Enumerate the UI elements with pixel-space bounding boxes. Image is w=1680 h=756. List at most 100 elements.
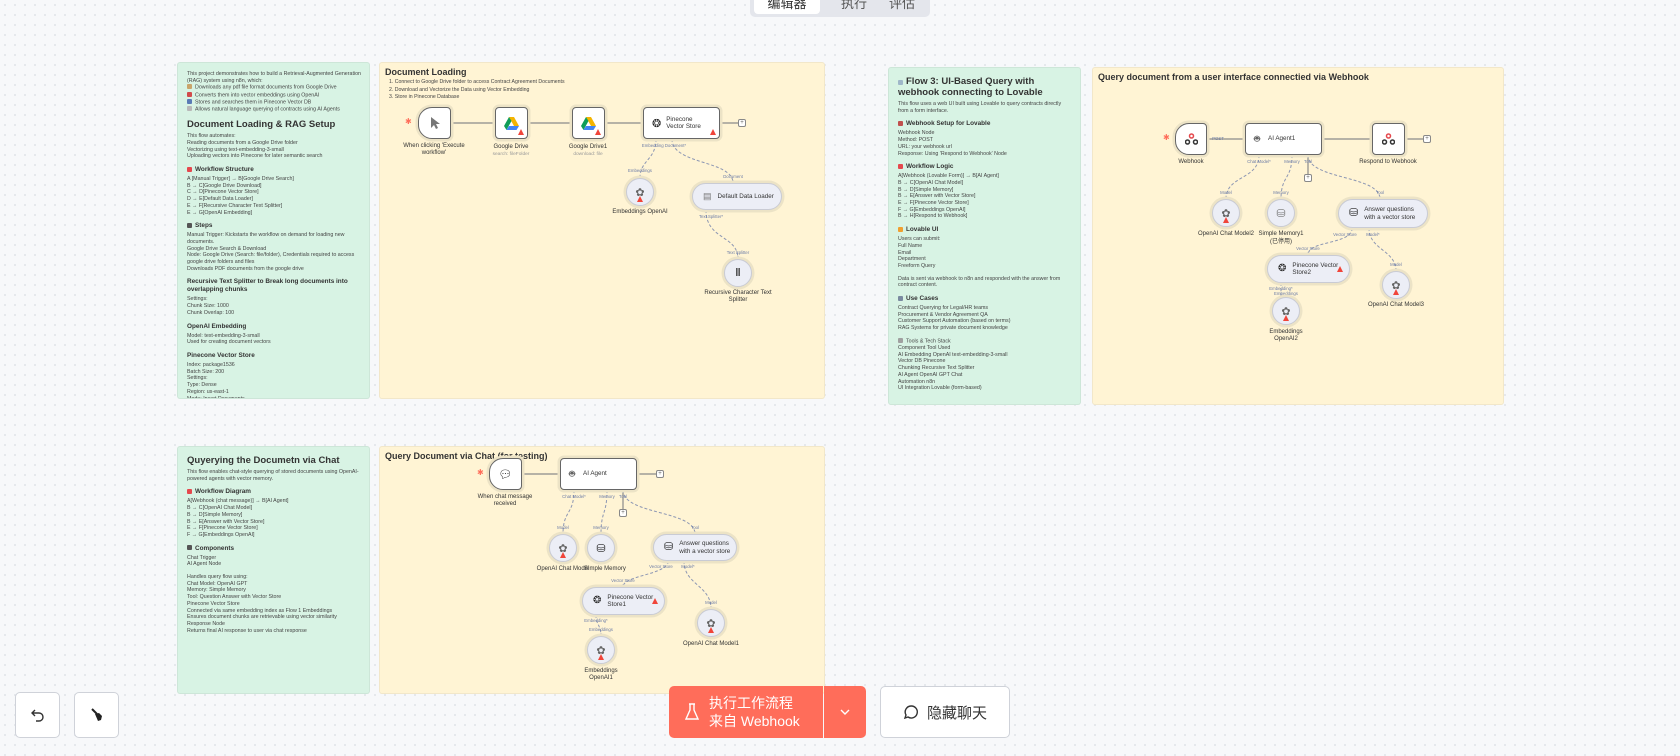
connector-handle	[560, 487, 714, 639]
note-text: E → G[OpenAI Embedding]	[187, 209, 253, 216]
note-heading: Quyerying the Documetn via Chat	[187, 455, 361, 466]
connector-label: Memory	[1284, 159, 1300, 164]
execute-options-dropdown[interactable]	[824, 686, 866, 738]
splitter-icon: ‖	[735, 267, 741, 279]
database-icon: ⛁	[1276, 207, 1286, 220]
warning-icon	[1337, 266, 1343, 272]
note-text: Component Tool Used	[898, 345, 951, 352]
hide-chat-button[interactable]: 隐藏聊天	[880, 686, 1010, 738]
connector-label: Embeddings	[589, 627, 613, 632]
node-label: Embeddings OpenAI1	[584, 668, 618, 681]
tab-evaluations[interactable]: 评估	[880, 0, 924, 16]
note-line: Converts them into vector embeddings usi…	[187, 91, 361, 99]
node-google-drive1[interactable]	[572, 107, 605, 139]
sticky-flow3[interactable]: Flow 3: UI-Based Query with webhook conn…	[888, 67, 1081, 405]
note-line: Connected via same embedding index as Fl…	[187, 608, 361, 615]
node-webhook[interactable]	[1175, 123, 1207, 155]
note-text: Allows natural language querying of cont…	[195, 106, 340, 113]
node-subtitle: search: fileFolder	[492, 152, 530, 157]
add-node-button[interactable]: +	[1423, 135, 1431, 143]
node-openai-chat-model[interactable]: ✿	[549, 534, 577, 562]
webhook-icon	[1382, 133, 1395, 145]
node-openai-chat-model2[interactable]: ✿	[1212, 199, 1240, 227]
connector-label: Tool	[619, 494, 627, 499]
note-text: Response: Using 'Respond to Webhook' Nod…	[898, 150, 1007, 157]
add-tool-button[interactable]: +	[1304, 174, 1312, 182]
node-ai-agent1[interactable]: 🤖︎ AI Agent1	[1245, 123, 1322, 155]
note-line: Region: us-east-1	[187, 389, 361, 396]
note-line: Response Node	[187, 621, 361, 628]
note-line: Vectorizing using text-embedding-3-small	[187, 147, 361, 154]
node-default-data-loader[interactable]: ▤ Default Data Loader	[692, 183, 782, 210]
connector-label: Model	[705, 600, 717, 605]
tab-executions[interactable]: 执行	[832, 0, 876, 16]
tab-editor[interactable]: 编辑器	[754, 0, 820, 14]
node-openai-chat-model3[interactable]: ✿	[1382, 271, 1410, 299]
node-answer-questions[interactable]: ⛁ Answer questions with a vector store	[1338, 199, 1428, 228]
hide-chat-label: 隐藏聊天	[926, 704, 987, 722]
emoji-icon	[187, 488, 192, 494]
node-pinecone-vector-store1[interactable]: ❂ Pinecone Vector Store1	[582, 587, 665, 615]
node-ai-agent[interactable]: 🤖︎ AI Agent	[560, 458, 637, 490]
connector-label: Memory	[593, 525, 609, 530]
node-embeddings-openai2[interactable]: ✿	[1272, 297, 1300, 325]
tab-evaluations-label: 评估	[888, 0, 915, 11]
node-pinecone-vector-store2[interactable]: ❂ Pinecone Vector Store2	[1267, 255, 1350, 283]
tidy-up-button[interactable]	[74, 692, 119, 738]
node-respond-to-webhook[interactable]	[1372, 123, 1405, 155]
warning-icon	[652, 598, 658, 604]
warning-icon	[518, 129, 524, 135]
undo-button[interactable]	[15, 692, 60, 738]
node-title: Pinecone Vector Store1	[607, 593, 654, 609]
note-line: UI Integration Lovable (form-based)	[898, 385, 1072, 392]
note-text: Pinecone Vector Store	[187, 351, 255, 359]
node-google-drive[interactable]	[495, 107, 528, 139]
node-simple-memory[interactable]: ⛁	[587, 534, 615, 562]
node-label: Simple Memory1	[1258, 231, 1304, 237]
note-line: Settings:	[187, 375, 361, 382]
trigger-bolt-icon: ✱	[477, 468, 484, 477]
note-line: E → F[Pinecone Vector Store]	[898, 200, 1072, 207]
note-line: Ensures document chunks are retrievable …	[187, 614, 361, 621]
execute-workflow-button[interactable]: 执行工作流程 来自 Webhook	[669, 686, 823, 738]
webhook-icon	[1184, 133, 1198, 145]
node-embeddings-openai[interactable]: ✿	[626, 178, 654, 206]
node-title: AI Agent	[583, 470, 607, 478]
node-label: When clicking 'Execute workflow'	[403, 143, 465, 156]
note-text: Workflow Diagram	[195, 488, 251, 496]
node-simple-memory1[interactable]: ⛁	[1267, 199, 1295, 227]
note-line: B → E[Answer with Vector Store]	[187, 519, 361, 526]
node-subtitle: download: file	[573, 152, 603, 157]
note-text: AI Agent OpenAI GPT Chat	[898, 371, 963, 378]
add-tool-button[interactable]: +	[619, 509, 627, 517]
connector-label: Vector Store	[649, 564, 673, 569]
node-pinecone-vector-store[interactable]: ❂ Pinecone Vector Store	[643, 107, 720, 139]
node-title: Pinecone Vector Store2	[1292, 261, 1339, 277]
node-openai-chat-model1[interactable]: ✿	[697, 609, 725, 637]
chat-icon	[903, 705, 918, 720]
node-recursive-text-splitter[interactable]: ‖	[724, 259, 752, 287]
add-node-button[interactable]: +	[738, 119, 746, 127]
node-chat-trigger[interactable]: 💬︎	[489, 458, 522, 490]
note-text: B → C[OpenAI Chat Model]	[187, 505, 253, 512]
note-line: AI Agent OpenAI GPT Chat	[898, 372, 1072, 379]
node-answer-questions[interactable]: ⛁ Answer questions with a vector store	[653, 534, 737, 561]
node-manual-trigger[interactable]	[418, 107, 451, 139]
note-line: Downloads any pdf file format documents …	[187, 84, 361, 91]
chevron-down-icon	[840, 709, 850, 715]
node-embeddings-openai1[interactable]: ✿	[587, 636, 615, 664]
note-line: AI Agent Node	[187, 561, 361, 568]
note-line: Type: Dense	[187, 382, 361, 389]
document-loading-steps: 1. Connect to Google Drive folder to acc…	[389, 79, 565, 102]
connector-label: Vector Store	[611, 578, 635, 583]
connector-label: Tool	[1376, 190, 1384, 195]
sticky-rag-intro[interactable]: This project demonstrates how to build a…	[177, 62, 370, 399]
robot-icon: 🤖︎	[1254, 134, 1260, 145]
emoji-icon	[187, 84, 192, 90]
connector-label: Memory	[599, 494, 615, 499]
note-text: Downloads PDF documents from the google …	[187, 265, 304, 272]
database-icon: ⛁	[1349, 206, 1359, 219]
flask-icon	[685, 703, 699, 720]
add-node-button[interactable]: +	[656, 470, 664, 478]
